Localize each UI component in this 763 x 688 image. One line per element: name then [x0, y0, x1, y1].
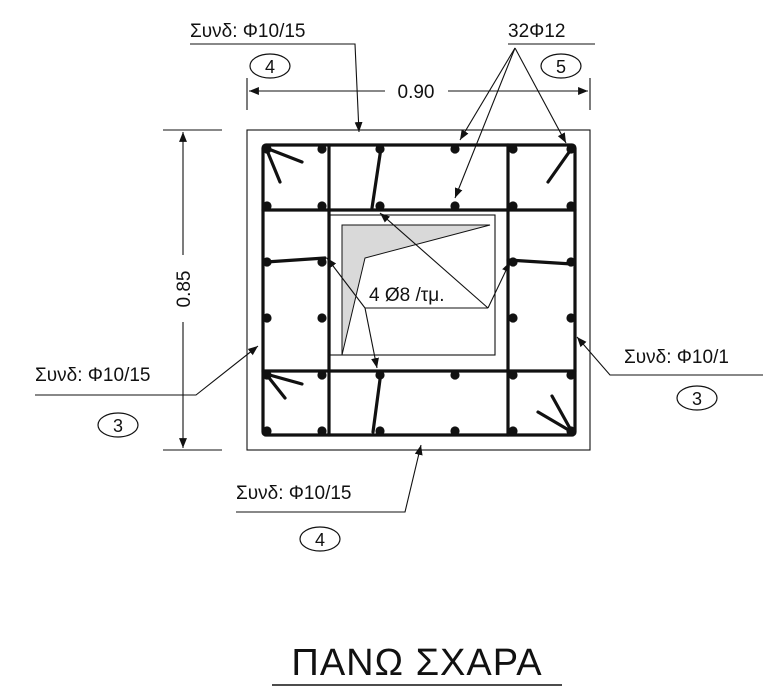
hook [264, 146, 282, 184]
main-bars-callout: 32Φ12 5 [454, 21, 595, 199]
rebar-dot [508, 370, 518, 380]
rebar-dot [450, 201, 460, 211]
stirrup-label-top: Συνδ: Φ10/15 [190, 21, 305, 42]
drawing-title: ΠΑΝΩ ΣΧΑΡΑ [291, 642, 542, 684]
top-stirrup-callout: Συνδ: Φ10/15 4 [190, 21, 363, 133]
rebar-dot [317, 313, 327, 323]
rebar-dot [566, 370, 576, 380]
perimeter-stirrup [261, 143, 577, 437]
marker-bottom: 4 [315, 530, 325, 550]
link-bar [264, 256, 327, 264]
rebar-dot [317, 257, 327, 267]
width-dimension: 0.90 [246, 78, 591, 110]
link-bar [371, 370, 383, 434]
rebar-dot [262, 313, 272, 323]
rebar-dot [566, 257, 576, 267]
rebar-dot [450, 426, 460, 436]
right-stirrup-callout: Συνδ: Φ10/1 3 [576, 336, 763, 411]
rebar-dot [566, 144, 576, 154]
marker-circle-main-bars [540, 53, 582, 79]
marker-main-bars: 5 [556, 57, 566, 77]
hook [550, 394, 574, 434]
rebar-dot [375, 144, 385, 154]
rebar-dot [262, 201, 272, 211]
shaded-infill [341, 224, 491, 356]
rebar-dot [508, 257, 518, 267]
rebar-dot [450, 370, 460, 380]
rebar-dot [262, 144, 272, 154]
rebar-dot [375, 370, 385, 380]
link-bar [506, 258, 574, 266]
rebar-dot [375, 426, 385, 436]
rebar-dot [450, 144, 460, 154]
rebar-dot [375, 201, 385, 211]
marker-circle-left [97, 412, 139, 438]
rebar-dot [317, 201, 327, 211]
marker-left: 3 [113, 416, 123, 436]
hook [536, 410, 574, 434]
marker-circle-right [676, 385, 718, 411]
width-dim-label: 0.90 [398, 82, 435, 103]
rebar-dot [508, 144, 518, 154]
height-dim-label: 0.85 [174, 271, 195, 308]
main-bars-label: 32Φ12 [508, 21, 565, 42]
rebar-dot [262, 426, 272, 436]
link-bar [370, 146, 383, 210]
mesh-callout: 4 Ø8 /τμ. [326, 212, 511, 369]
hook [264, 372, 304, 386]
hook [264, 146, 304, 164]
rebar-dot [566, 201, 576, 211]
rebar-dot [317, 370, 327, 380]
rebar-dot [508, 426, 518, 436]
marker-right: 3 [692, 389, 702, 409]
rebar-dots [262, 144, 576, 436]
rebar-dot [317, 144, 327, 154]
rebar-dot [262, 257, 272, 267]
rebar-dot [508, 201, 518, 211]
rebar-dot [566, 313, 576, 323]
hook [546, 146, 574, 184]
marker-circle-bottom [299, 526, 341, 552]
rebar-dot [508, 313, 518, 323]
stirrup-label-right: Συνδ: Φ10/1 [624, 347, 729, 368]
marker-top: 4 [265, 57, 275, 77]
rebar-dot [262, 370, 272, 380]
marker-circle-top [249, 53, 291, 79]
mesh-label: 4 Ø8 /τμ. [369, 285, 444, 306]
height-dimension: 0.85 [163, 129, 222, 451]
rebar-dot [566, 426, 576, 436]
left-stirrup-callout: Συνδ: Φ10/15 3 [35, 345, 259, 438]
bottom-stirrup-callout: Συνδ: Φ10/15 4 [236, 444, 423, 552]
stirrup-label-left: Συνδ: Φ10/15 [35, 365, 150, 386]
rebar-dot [317, 426, 327, 436]
stirrup-label-bottom: Συνδ: Φ10/15 [236, 483, 351, 504]
